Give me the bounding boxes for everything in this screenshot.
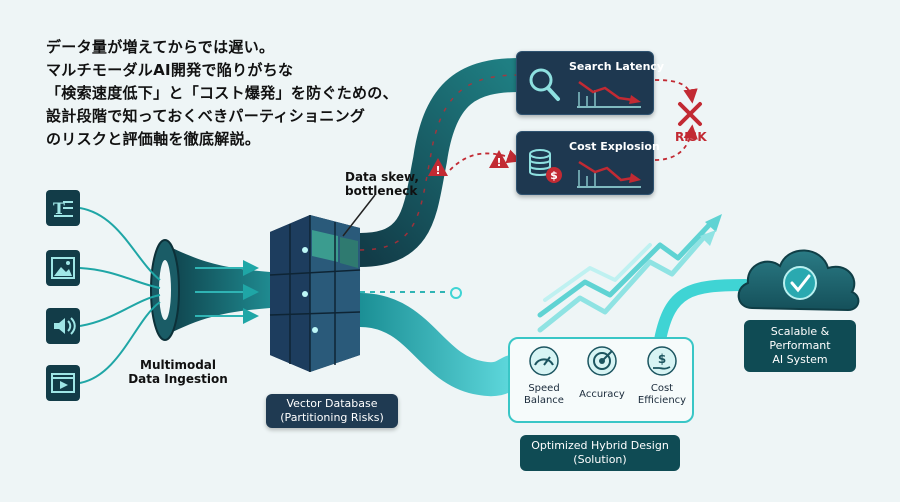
audio-speaker-icon [46,308,80,344]
solution-metrics-panel: $ Speed Balance Accuracy Cost Efficiency [508,337,694,423]
cloud-icon [737,249,860,312]
metric-cost-efficiency: Cost Efficiency [632,383,692,407]
risk-label: RISK [675,130,707,144]
solution-pipe [343,293,529,397]
data-skew-callout: Data skew, bottleneck [345,170,425,198]
metric-label-line: Balance [524,395,564,406]
solution-subtitle: (Solution) [573,453,627,466]
svg-text:$: $ [550,169,558,182]
image-icon [46,250,80,286]
metric-accuracy: Accuracy [572,389,632,401]
svg-text:T: T [53,199,65,218]
heading: データ量が増えてからでは遅い。 マルチモーダルAI開発で陥りがちな 「検索速度低… [46,36,398,151]
close-x-icon [678,102,702,126]
heading-line: マルチモーダルAI開発で陥りがちな [46,61,294,79]
decline-chart-icon [577,160,641,188]
solution-to-cloud-pipe [654,279,751,346]
risk-pipe-inner [359,74,521,251]
text-document-icon: T [46,190,80,226]
cost-explosion-title: Cost Explosion [569,140,660,153]
vector-database-title: Vector Database [286,397,378,410]
svg-text:!: ! [435,164,440,177]
video-player-icon [46,365,80,401]
dollar-hand-icon: $ [647,346,677,376]
scalable-system-box: Scalable & Performant AI System [744,320,856,372]
warning-icon: ! [428,158,448,177]
heading-line: 「検索速度低下」と「コスト爆発」を防ぐための、 [46,84,398,102]
magnifier-icon [529,68,560,101]
optimized-hybrid-design-box: Optimized Hybrid Design (Solution) [520,435,680,471]
risk-dashed-arrows [449,79,698,171]
funnel-opening [159,260,171,320]
heading-line: データ量が増えてからでは遅い。 [46,38,275,56]
metric-speed-balance: Speed Balance [514,383,574,407]
ingestion-label: Multimodal Data Ingestion [118,358,238,386]
metric-label-line: Speed [528,383,560,394]
ingestion-label-line: Multimodal [140,358,216,372]
metric-label-line: Cost [650,383,674,394]
metric-label-line: Efficiency [637,395,687,406]
svg-text:$: $ [658,352,666,366]
callout-line [342,194,376,237]
search-latency-card: Search Latency [516,51,664,115]
svg-text:!: ! [496,156,501,169]
warning-icon: ! [489,150,509,169]
callout-line-text: Data skew, [345,170,419,184]
speedometer-icon [529,346,559,376]
search-latency-title: Search Latency [569,60,665,73]
target-icon [587,346,617,376]
vector-database-subtitle: (Partitioning Risks) [280,411,384,424]
vector-database-box: Vector Database (Partitioning Risks) [266,394,398,428]
callout-line-text: bottleneck [345,184,418,198]
result-line: AI System [772,353,828,366]
data-stream-lines [195,260,259,324]
solution-title: Optimized Hybrid Design [531,439,669,452]
result-line: Scalable & [770,325,830,338]
heading-line: のリスクと評価軸を徹底解説。 [46,130,261,148]
vector-database-cube [269,215,361,372]
cost-explosion-card: Cost Explosion $ [516,131,660,195]
ingestion-connectors [79,207,161,384]
coin-stack-icon: $ [529,149,562,183]
decline-chart-icon [577,80,641,108]
ingestion-funnel [160,242,270,338]
ingestion-label-line: Data Ingestion [128,372,228,386]
heading-line: 設計段階で知っておくべきパーティショニング [46,107,366,125]
growth-arrows [537,214,722,333]
metric-label-line: Accuracy [579,389,625,400]
result-line: Performant [769,339,831,352]
glow-node [450,287,462,299]
